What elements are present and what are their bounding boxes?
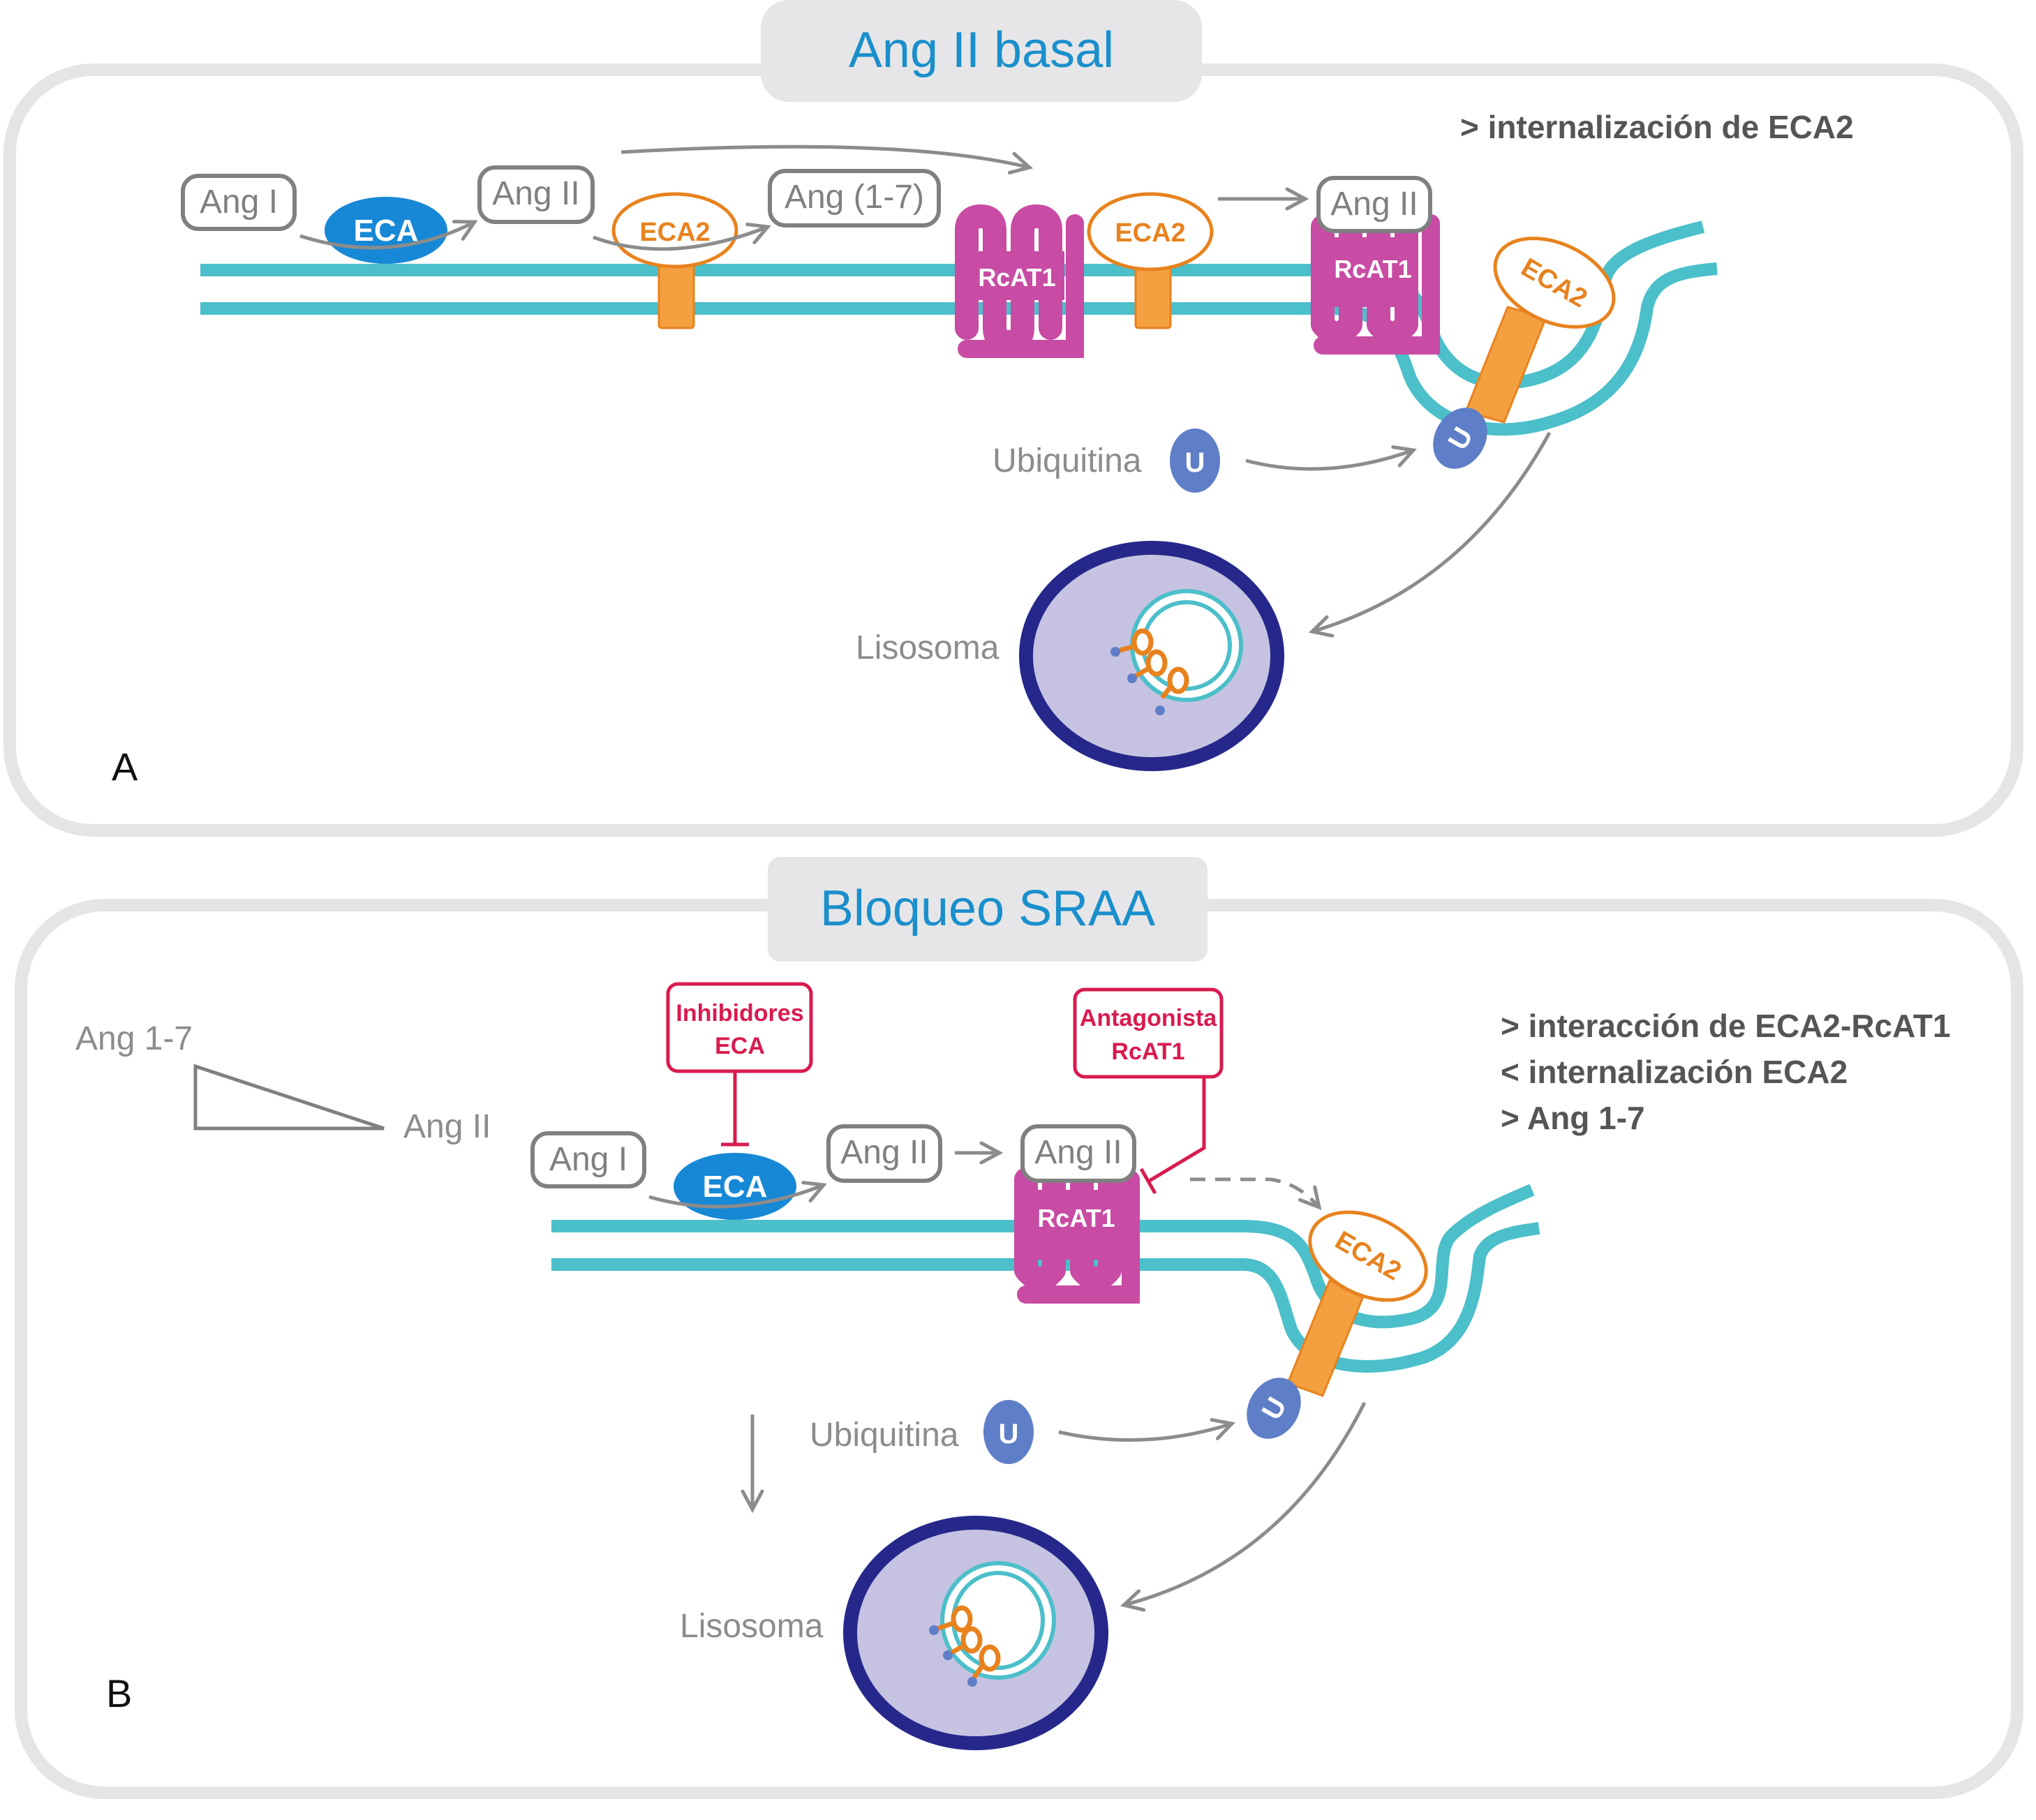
ubiquitin-attached: U	[1433, 408, 1487, 469]
panel-a-title-box	[761, 0, 1202, 102]
eca-enzyme: ECA	[325, 197, 447, 264]
long-arrow	[621, 144, 1034, 174]
svg-text:ECA2: ECA2	[639, 218, 710, 247]
svg-text:ECA: ECA	[715, 1033, 765, 1059]
svg-text:ECA: ECA	[703, 1170, 768, 1204]
eca2-receptor-second: ECA2	[1087, 192, 1214, 329]
conversion-arrow-eca	[299, 219, 478, 250]
svg-text:Ang II: Ang II	[1034, 1134, 1122, 1171]
eca-enzyme-b: ECA	[674, 1153, 796, 1220]
panel-b-title-box	[768, 857, 1208, 962]
svg-text:Ang (1-7): Ang (1-7)	[785, 179, 924, 216]
eca-inhibitor-box: Inhibidores ECA	[666, 982, 813, 1073]
ratio-label-ang-1-7: Ang 1-7	[75, 1020, 193, 1057]
svg-text:Ang II: Ang II	[492, 175, 579, 212]
panel-a: Ang II basal A > internalización de ECA2…	[3, 0, 2023, 837]
panel-a-title: Ang II basal	[849, 22, 1114, 78]
ubiquitination-arrow-b	[1058, 1418, 1236, 1442]
ang-i-box: Ang I	[181, 174, 297, 231]
inhibition-line-eca	[721, 1071, 749, 1147]
conversion-arrow-eca-b	[648, 1181, 827, 1209]
ang-i-box-b: Ang I	[530, 1131, 646, 1188]
rcat1-receptor-b: RcAT1	[1014, 1168, 1140, 1304]
panel-b-effect-3: > Ang 1-7	[1501, 1100, 1645, 1136]
ratio-wedge	[193, 1064, 385, 1131]
ubiquitin-icon-b: U	[983, 1400, 1034, 1464]
ubiquitin-label-b: Ubiquitina	[810, 1417, 959, 1454]
lysosome-label: Lisosoma	[856, 629, 1000, 666]
eca2-internalizing-b: ECA2	[1286, 1210, 1428, 1397]
rcat1-receptor: RcAT1	[955, 204, 1084, 358]
panel-a-letter: A	[112, 745, 138, 789]
panel-b-effect-1: > interacción de ECA2-RcAT1	[1501, 1008, 1951, 1044]
svg-text:Antagonista: Antagonista	[1080, 1005, 1218, 1031]
svg-text:Ang II: Ang II	[1330, 186, 1418, 223]
svg-text:RcAT1: RcAT1	[1111, 1038, 1184, 1065]
interaction-dashed-arrow	[1190, 1177, 1322, 1211]
panel-b-effect-2: < internalización ECA2	[1501, 1054, 1848, 1090]
svg-text:U: U	[999, 1419, 1019, 1449]
ang-ii-bound-box-b: Ang II	[1020, 1124, 1136, 1183]
panel-b: Bloqueo SRAA B > interacción de ECA2-RcA…	[15, 857, 2023, 1799]
svg-text:ECA2: ECA2	[1115, 218, 1185, 248]
conversion-arrow-eca2	[593, 222, 771, 251]
ang-1-7-box: Ang (1-7)	[768, 169, 941, 228]
eca2-receptor: ECA2	[611, 192, 738, 329]
svg-text:Ang II: Ang II	[840, 1134, 928, 1171]
endocytosis-arrow-b	[1120, 1401, 1367, 1612]
svg-text:ECA: ECA	[354, 214, 419, 248]
svg-text:Inhibidores: Inhibidores	[676, 1000, 803, 1027]
ang-ii-box-b: Ang II	[826, 1124, 942, 1183]
svg-text:RcAT1: RcAT1	[978, 263, 1055, 292]
svg-text:Ang I: Ang I	[200, 184, 278, 221]
ubiquitination-arrow	[1245, 445, 1417, 471]
ubiquitin-label: Ubiquitina	[993, 442, 1142, 479]
inhibition-line-at1	[1139, 1077, 1206, 1195]
svg-text:RcAT1: RcAT1	[1334, 255, 1411, 283]
at1-antagonist-box: Antagonista RcAT1	[1073, 987, 1224, 1079]
svg-text:RcAT1: RcAT1	[1037, 1204, 1115, 1232]
rcat1-receptor-bound: RcAT1	[1311, 214, 1440, 355]
endocytosis-arrow	[1308, 431, 1552, 638]
ubiquitin-icon: U	[1170, 428, 1220, 493]
lysosome	[1019, 541, 1284, 771]
panel-a-effect-1: > internalización de ECA2	[1460, 109, 1854, 145]
panel-b-title: Bloqueo SRAA	[820, 881, 1155, 937]
svg-text:Ang I: Ang I	[549, 1141, 627, 1178]
ubiquitin-attached-b: U	[1247, 1378, 1301, 1439]
lysosome-b	[843, 1516, 1108, 1750]
panel-b-letter: B	[106, 1671, 132, 1715]
ang-ii-box: Ang II	[477, 165, 595, 224]
eca2-internalizing: ECA2	[1464, 237, 1616, 424]
svg-text:U: U	[1185, 447, 1205, 478]
ratio-label-ang-ii: Ang II	[403, 1108, 491, 1145]
lysosome-label-b: Lisosoma	[680, 1608, 824, 1645]
ang-ii-bound-box: Ang II	[1316, 176, 1432, 233]
